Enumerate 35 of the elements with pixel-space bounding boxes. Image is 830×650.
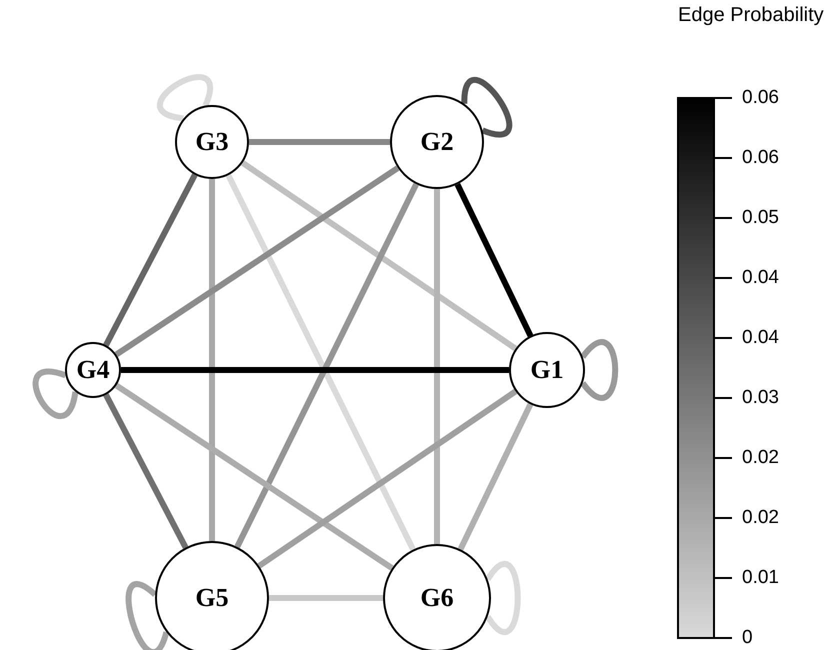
tick-label: 0	[742, 627, 753, 649]
edge-line	[458, 402, 534, 551]
node-circle: G3	[175, 105, 249, 179]
edge-line	[434, 189, 440, 544]
self-loop	[461, 77, 512, 138]
edge-line	[240, 160, 518, 352]
edge-line	[114, 165, 400, 358]
edge-line	[249, 139, 390, 145]
tick-label: 0.03	[742, 387, 779, 409]
tick-label: 0.04	[742, 267, 779, 289]
tick-label: 0.02	[742, 447, 779, 469]
legend-title: Edge Probability	[678, 4, 825, 27]
node-circle: G4	[65, 342, 121, 398]
edge-line	[121, 367, 509, 373]
tick-label: 0.02	[742, 507, 779, 529]
self-loop	[157, 74, 213, 122]
self-loop	[32, 368, 78, 419]
edge-line	[103, 173, 198, 347]
tick-label: 0.04	[742, 327, 779, 349]
node-circle: G1	[509, 332, 585, 408]
self-loop	[580, 339, 618, 401]
node-circle: G6	[383, 544, 491, 650]
edge-line	[257, 388, 518, 568]
edge-line	[103, 393, 188, 549]
edge-line	[209, 179, 215, 541]
edge-line	[269, 595, 383, 601]
edge-line	[454, 183, 534, 338]
node-circle: G2	[390, 95, 484, 189]
self-loop	[485, 561, 521, 635]
tick-label: 0.06	[742, 147, 779, 169]
tick-label: 0.01	[742, 567, 779, 589]
tick-label: 0.06	[742, 87, 779, 109]
tick-label: 0.05	[742, 207, 779, 229]
edge-line	[114, 382, 394, 571]
node-circle: G5	[155, 541, 269, 650]
